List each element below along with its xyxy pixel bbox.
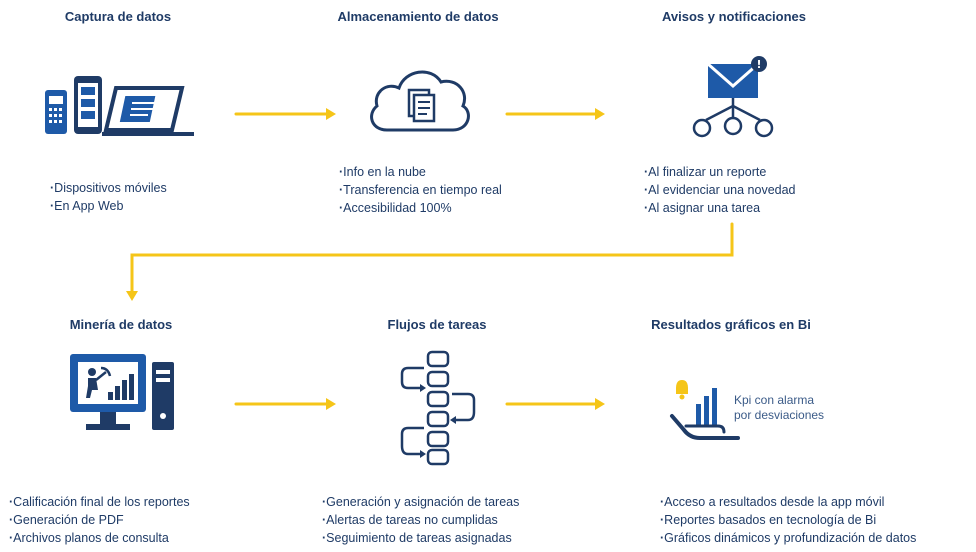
kpi-alarm-caption: Kpi con alarma por desviaciones [734, 393, 824, 423]
list-item: Al finalizar un reporte [644, 163, 796, 181]
list-item: En App Web [50, 197, 167, 215]
cloud-icon [370, 70, 470, 132]
list-item: Transferencia en tiempo real [339, 181, 502, 199]
list-item: Gráficos dinámicos y profundización de d… [660, 529, 916, 547]
list-item: Seguimiento de tareas asignadas [322, 529, 519, 547]
list-item: Generación de PDF [9, 511, 190, 529]
list-item: Info en la nube [339, 163, 502, 181]
arrow-3-4 [130, 222, 734, 294]
step-title-resultados: Resultados gráficos en Bi [651, 317, 811, 332]
devices-icon [45, 76, 194, 136]
computer-mining-icon [70, 354, 174, 430]
kpi-caption-line1: Kpi con alarma [734, 393, 815, 407]
list-item: Alertas de tareas no cumplidas [322, 511, 519, 529]
step-title-mineria: Minería de datos [69, 317, 173, 332]
step-title-avisos: Avisos y notificaciones [661, 9, 807, 24]
step-list-avisos: Al finalizar un reporte Al evidenciar un… [644, 163, 796, 217]
kpi-caption-line2: por desviaciones [734, 408, 825, 422]
list-item: Al asignar una tarea [644, 199, 796, 217]
step-list-captura: Dispositivos móviles En App Web [50, 179, 167, 215]
step-list-resultados: Acceso a resultados desde la app móvil R… [660, 493, 916, 547]
bi-chart-hand-icon [670, 380, 740, 440]
list-item: Acceso a resultados desde la app móvil [660, 493, 916, 511]
list-item: Generación y asignación de tareas [322, 493, 519, 511]
list-item: Archivos planos de consulta [9, 529, 190, 547]
step-list-flujos: Generación y asignación de tareas Alerta… [322, 493, 519, 547]
svg-text:!: ! [756, 58, 761, 71]
step-title-flujos: Flujos de tareas [387, 317, 487, 332]
envelope-network-icon: ! [692, 56, 774, 138]
list-item: Al evidenciar una novedad [644, 181, 795, 199]
list-item: Reportes basados en tecnología de Bi [660, 511, 916, 529]
step-list-almacenamiento: Info en la nube Transferencia en tiempo … [339, 163, 502, 217]
list-item: Accesibilidad 100% [339, 199, 502, 217]
task-flow-icon [400, 350, 476, 466]
list-item: Calificación final de los reportes [9, 493, 189, 511]
step-list-mineria: Calificación final de los reportes Gener… [9, 493, 190, 547]
step-title-almacenamiento: Almacenamiento de datos [337, 9, 499, 24]
step-title-captura: Captura de datos [64, 9, 172, 24]
list-item: Dispositivos móviles [50, 179, 167, 197]
